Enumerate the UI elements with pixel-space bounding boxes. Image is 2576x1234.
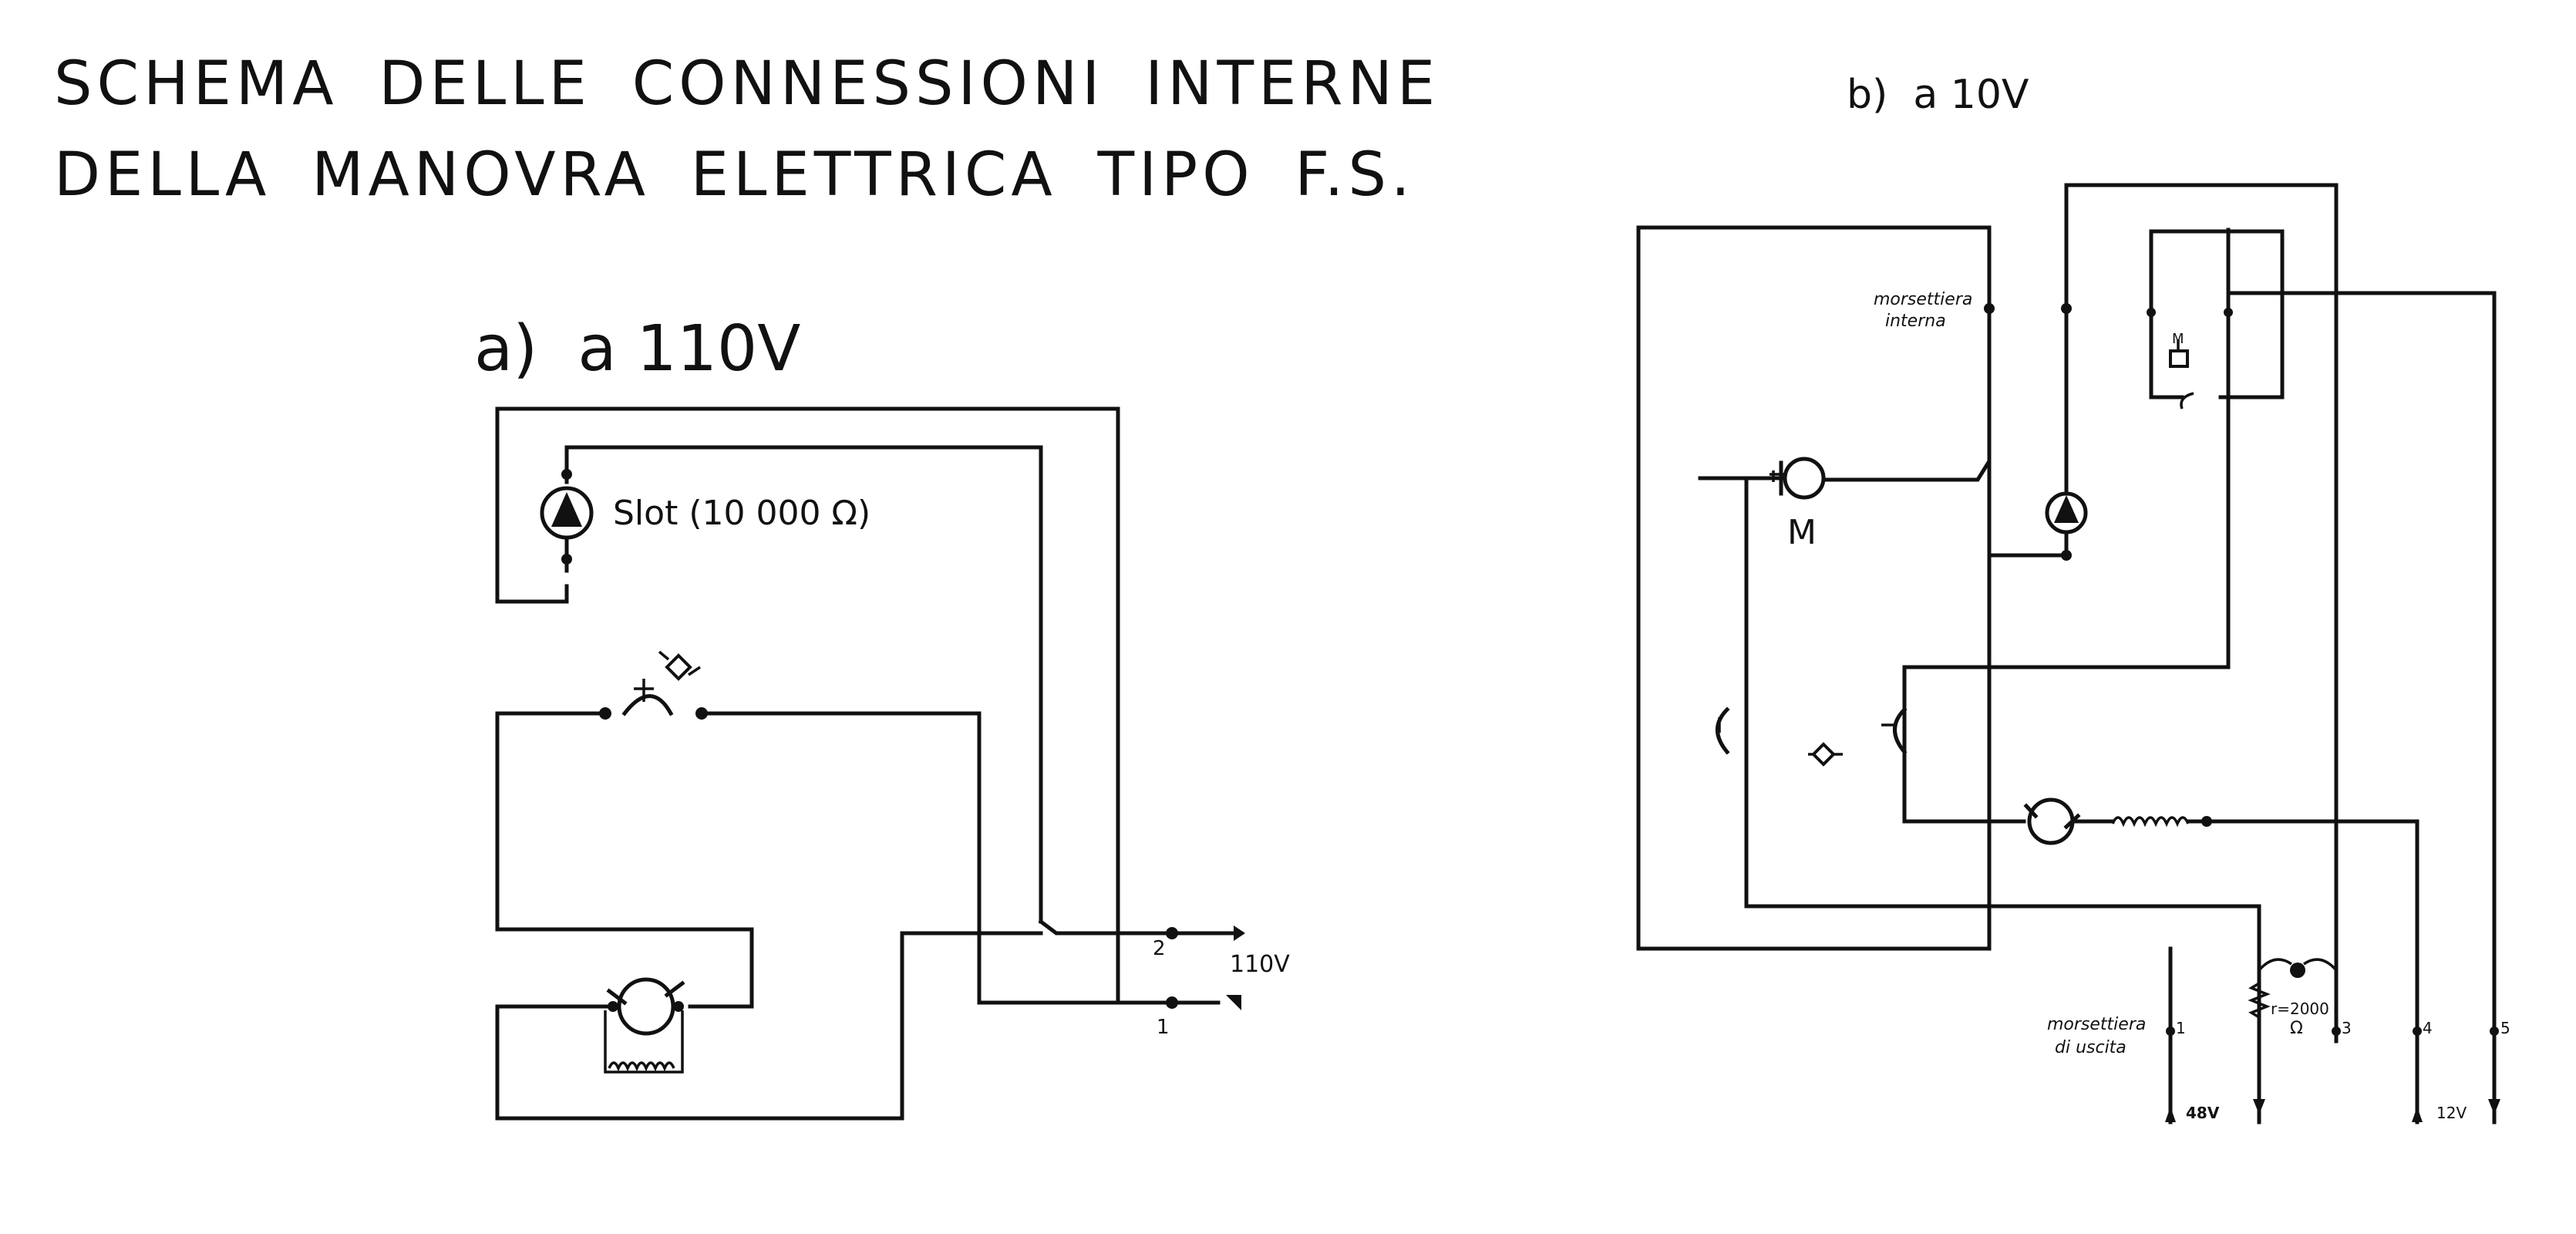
inner-left-wire [1902,665,2026,824]
outer-loop-wire [1636,225,1992,951]
terminal-2-label: 2 [1153,937,1166,960]
relay-slot-symbol [540,486,594,540]
relay-circuit: Slot (10 000 Ω) [495,406,1120,1005]
voltage-48-label: 48V [2186,1104,2220,1122]
motor-return-wire [1698,476,2261,1055]
arrow-terminal-5 [2488,1099,2500,1114]
terminal-5-label: 5 [2500,1019,2510,1037]
resistor-unit: Ω [2290,1019,2303,1038]
relay-label: Slot (10 000 Ω) [613,494,870,533]
small-motor-label: M [2172,331,2184,347]
inner-top-wire [1902,228,2231,669]
diagram-a-heading: a) a 110V [474,312,800,386]
output-terminal-block-label-1: morsettiera [2047,1015,2146,1034]
limit-switch-icon [621,650,701,716]
internal-terminal-wire [1817,225,1992,482]
voltage-110-label: 110V [1230,951,1290,978]
page-title: SCHEMA DELLE CONNESSIONI INTERNE DELLA M… [54,39,1440,221]
small-motor-box-wire [2149,229,2285,400]
terminal-4-wire [2186,819,2419,1124]
switch-diamond-icon [1808,742,1843,767]
relay-branch-wire [1987,183,2339,1044]
coil-icon [2111,816,2190,828]
switch-right [1881,706,1908,755]
diagram-a: a) a 110V Slot (10 000 Ω) [474,312,1290,1121]
motor-circuit: 2 1 110V [495,650,1290,1121]
motor-m-icon [1770,457,1826,500]
internal-terminal-block-label-1: morsettiera [1874,290,1972,309]
terminal-1-label: 1 [1157,1016,1170,1039]
voltage-12-label: 12V [2436,1104,2467,1122]
resistor-label: r=2000 [2271,1000,2329,1018]
switch-left [1716,706,1730,755]
diagram-b: b) a 10V morsettiera interna [1636,72,2510,1124]
terminal-5-wire [2226,291,2497,1124]
terminal-3-label: 3 [2342,1019,2352,1037]
resistor-icon [2248,958,2338,1019]
relay-icon-b [2045,491,2088,534]
small-motor-box-wire-2 [2149,229,2184,400]
title-line-2: DELLA MANOVRA ELETTRICA TIPO F.S. [54,140,1415,210]
output-terminal-block-label-2: di uscita [2055,1038,2126,1057]
small-motor-icon: M [2169,331,2194,410]
arrow-terminal-4 [2412,1107,2423,1122]
motor-icon [604,977,685,1074]
motor-label: M [1787,513,1817,552]
terminal-4-label: 4 [2423,1019,2433,1037]
diagram-b-heading: b) a 10V [1847,72,2029,118]
series-motor-icon [2023,797,2081,845]
internal-terminal-block-label-2: interna [1885,312,1946,331]
arrow-terminal-1 [2165,1107,2176,1122]
terminal-1-label-b: 1 [2176,1019,2186,1037]
title-line-1: SCHEMA DELLE CONNESSIONI INTERNE [54,49,1440,119]
arrow-resistor [2253,1099,2265,1114]
